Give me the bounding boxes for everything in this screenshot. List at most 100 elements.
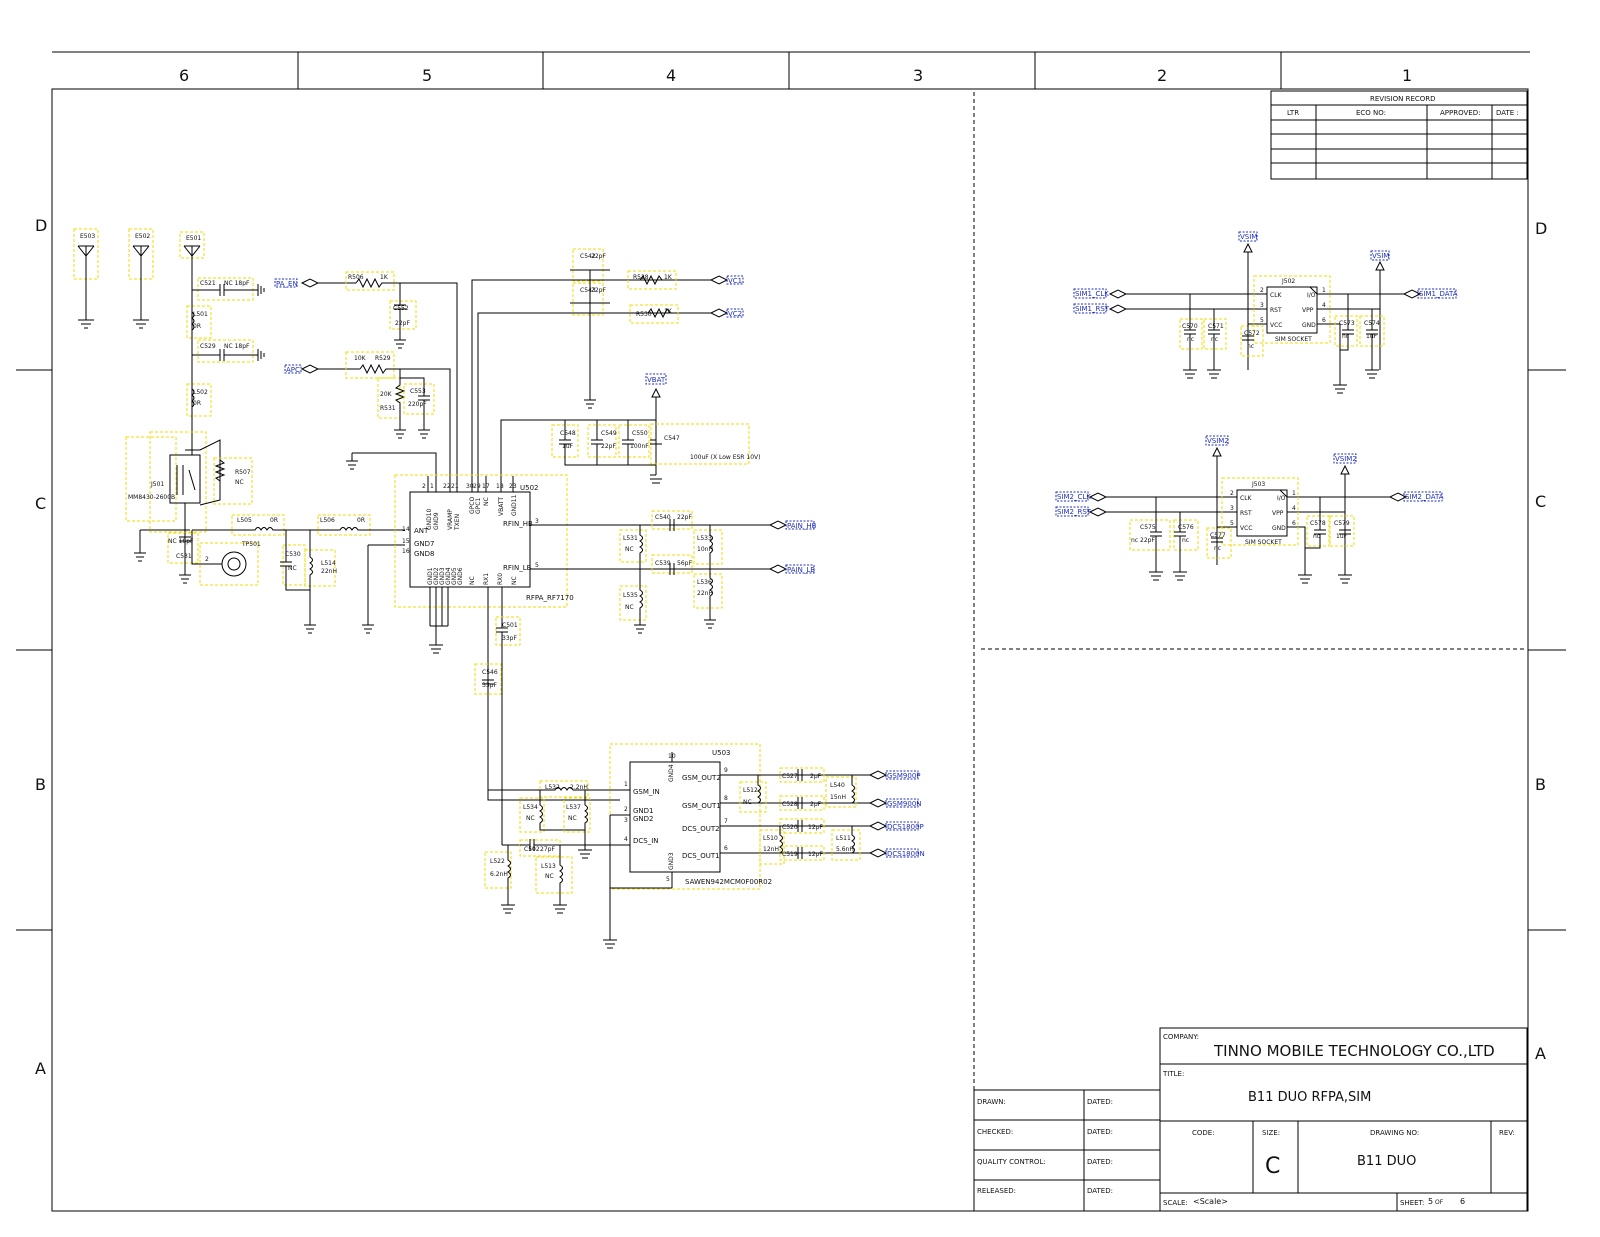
antenna-group: E503 E502 E501 [73, 228, 205, 329]
j502-pinnum-1: 1 [1322, 287, 1326, 294]
j502-pinnum-2: 2 [1260, 287, 1264, 294]
c571-value: nc [1211, 336, 1218, 343]
revision-approved: APPROVED: [1440, 109, 1480, 117]
j503-label: J503 [1251, 481, 1265, 488]
l510-label: L510 [763, 835, 778, 842]
c519-label: C519 [782, 851, 798, 858]
scale-value: <Scale> [1193, 1197, 1228, 1206]
net-vsim2-2: VSIM2 [1335, 455, 1357, 463]
j502-pin-io: I/O [1307, 292, 1316, 299]
j503-pin-gnd: GND [1272, 525, 1286, 532]
net-pain-hb: PAIN_HB [787, 522, 817, 530]
dated-2: DATED: [1087, 1128, 1113, 1136]
c549-value: 22pF [601, 443, 616, 450]
u502-pin-gnd1: GND1 [427, 567, 434, 585]
u503-pin-dcs-out1: DCS_OUT1 [682, 852, 720, 860]
r528-value: 1K [664, 274, 673, 281]
tp501-label: TP501 [241, 541, 261, 548]
j502-pin-gnd: GND [1302, 322, 1316, 329]
u502-pin3: 3 [535, 518, 539, 525]
j503-pinnum-5: 5 [1230, 520, 1234, 527]
net-vbat: VBAT [647, 376, 666, 384]
c519-value: 12pF [808, 851, 823, 858]
u502-pinnum-23: 23 [509, 483, 517, 490]
j502-pinnum-6: 6 [1322, 317, 1326, 324]
zone-row-c-left: C [35, 494, 46, 513]
j501-partnum: MM8430-2600B [128, 494, 175, 501]
r531-value: 20K [380, 391, 393, 398]
c577-value: nc [1214, 545, 1221, 552]
c546-value: 33pF [482, 682, 497, 689]
c550-label: C550 [632, 430, 648, 437]
j503-pinnum-3: 3 [1230, 505, 1234, 512]
j502-pinnum-5: 5 [1260, 317, 1264, 324]
rev-label: REV: [1499, 1129, 1515, 1137]
zone-col-5: 5 [422, 66, 432, 85]
l537-value: NC [568, 815, 577, 822]
code-label: CODE: [1192, 1129, 1215, 1137]
c573-label: C573 [1339, 320, 1355, 327]
e503-label: E503 [80, 233, 95, 240]
l506-label: L506 [320, 517, 335, 524]
c540-label: C540 [655, 514, 671, 521]
c520-value: 12pF [808, 824, 823, 831]
u502-partnum: RFPA_RF7170 [526, 594, 574, 602]
u502-pinnum-1: 1 [430, 483, 434, 490]
c530-value: NC [288, 565, 297, 572]
dated-1: DATED: [1087, 1098, 1113, 1106]
c540-value: 22pF [677, 514, 692, 521]
u502-pin-gnd5: GND5 [451, 567, 458, 585]
l533-value: 10nH [697, 546, 713, 553]
zone-row-d-left: D [35, 216, 47, 235]
zone-row-d-right: D [1535, 219, 1547, 238]
antenna-matching: C521 NC 18pF L501 0R C529 NC 18pF L502 0… [125, 277, 405, 634]
drawn-label: DRAWN: [977, 1098, 1006, 1106]
u502-pin-vramp: VRAMP [447, 509, 454, 530]
l533-label: L533 [697, 535, 712, 542]
c527-value: 2pF [810, 773, 822, 780]
l512-label: L512 [743, 787, 758, 794]
c552-value: 22pF [395, 320, 410, 327]
c502-value: 27pF [540, 846, 555, 853]
u503-pin-gsm-out2: GSM_OUT2 [682, 774, 721, 782]
u502-pin14: 14 [402, 526, 410, 533]
net-sim2-clk: SIM2_CLK [1057, 493, 1091, 501]
company-name: TINNO MOBILE TECHNOLOGY CO.,LTD [1213, 1042, 1495, 1060]
revision-eco: ECO NO: [1356, 109, 1386, 117]
u502-pin16: 16 [402, 548, 410, 555]
dated-3: DATED: [1087, 1158, 1113, 1166]
r507-value: NC [235, 479, 244, 486]
c576-label: C576 [1178, 524, 1194, 531]
revision-ltr: LTR [1287, 109, 1299, 117]
r506-value: 1K [380, 274, 389, 281]
u503-pinnum-2: 2 [624, 806, 628, 813]
u503-pin-gnd4: GND4 [668, 764, 675, 782]
c539-label: C539 [655, 560, 671, 567]
l537-label: L537 [566, 804, 581, 811]
c501-value: 33pF [502, 635, 517, 642]
c539-value: 56pF [677, 560, 692, 567]
c548-label: C548 [560, 430, 576, 437]
title-label: TITLE: [1162, 1070, 1184, 1078]
qc-label: QUALITY CONTROL: [977, 1158, 1046, 1166]
j502-pin-rst: RST [1270, 307, 1282, 314]
l513-value: NC [545, 873, 554, 880]
drawing-no-label: DRAWING NO: [1370, 1129, 1419, 1137]
u503-label: U503 [712, 749, 730, 757]
zone-row-b-left: B [35, 775, 46, 794]
u503-pin-gnd3: GND3 [668, 852, 675, 870]
c542-value: 22pF [591, 253, 606, 260]
c549-label: C549 [601, 430, 617, 437]
pa-input-matching: C540 22pF L531 NC L533 10nH C539 56pF L5… [402, 510, 817, 634]
zone-row-b-right: B [1535, 775, 1546, 794]
c575-value: nc 22pF [1131, 537, 1155, 544]
c528-label: C528 [782, 801, 798, 808]
net-gsm900n: GSM900N [887, 800, 922, 808]
revision-date: DATE : [1496, 109, 1519, 117]
net-sim1-clk: SIM1_CLK [1075, 290, 1109, 298]
j503-pin-io: I/O [1277, 495, 1286, 502]
c520-label: C520 [782, 824, 798, 831]
zone-col-3: 3 [913, 66, 923, 85]
rx-coupling: C501 33pF C546 33pF [474, 616, 521, 846]
j502-pinnum-4: 4 [1322, 302, 1326, 309]
